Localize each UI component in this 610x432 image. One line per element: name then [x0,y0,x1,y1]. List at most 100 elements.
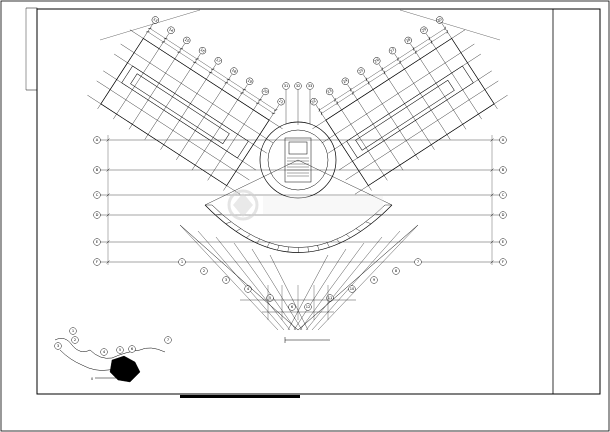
plan-line [256,238,261,244]
plan-line [223,104,280,191]
plan-line [297,224,419,331]
plan-line [233,242,297,331]
plan-line [352,91,354,95]
plan-line [490,138,494,142]
plan-line [273,109,278,111]
plan-line [129,29,283,130]
axis-bubble-label: 7 [167,338,169,342]
axis-bubble-circle [341,77,349,85]
plan-line [339,70,492,171]
plan-line [106,168,110,172]
plan-line [399,9,501,41]
plan-line [87,94,241,195]
plan-line [441,23,498,109]
axis-bubble: D [499,211,507,219]
axis-bubble-label: A [502,138,505,142]
plan-line [246,234,251,238]
plan-line [106,138,110,142]
axis-bubble-circle [294,82,302,90]
axis-bubble-label: F [502,260,504,264]
axis-bubble-label: 25 [358,68,364,74]
plan-line [287,246,289,252]
axis-bubble-circle [499,166,507,174]
axis-bubble-label: 9 [373,278,376,282]
axis-bubble-label: 14 [168,27,175,33]
axis-bubble-circle [198,47,207,55]
plan-line [204,159,299,206]
plan-line [317,245,320,251]
plan-line [490,213,494,217]
axis-bubble-circle [499,136,507,144]
plan-line [383,70,385,75]
axis-bubble: 9 [370,276,378,284]
axis-bubble: C [499,191,507,199]
axis-bubble: 4 [100,348,108,356]
axis-bubble-label: 23 [327,89,333,95]
plan-line [256,102,260,104]
plan-line [307,246,309,252]
axis-bubble: A [499,136,507,144]
axis-bubble: A [93,136,101,144]
plan-line [346,234,351,238]
plan-line [266,242,270,248]
axis-bubble: 10 [348,285,356,293]
plan-line [410,43,467,130]
plan-line [365,221,372,224]
axis-bubble-circle [167,26,175,34]
axis-bubble-circle [222,276,230,284]
plan-line [177,51,181,53]
plan-line [120,43,274,144]
wing-core [355,79,455,151]
axis-bubble-circle [214,57,222,65]
axis-bubble-label: 12 [306,305,311,309]
axis-bubble: 8 [392,267,400,275]
plan-line [215,236,291,331]
axis-bubble: 2 [200,267,208,275]
axis-bubble-label: 11 [328,296,333,300]
site-boundary [54,338,166,359]
plan-line [320,111,323,116]
axis-bubble-circle [499,258,507,266]
plan-line [161,41,166,43]
axis-bubble-label: 31 [284,84,289,88]
axis-bubble-circle [326,294,334,302]
axis-bubble: 5 [266,294,274,302]
axis-bubble-label: E [502,240,505,244]
elevator-box [288,141,308,155]
plan-line [363,74,419,161]
plan-line [224,82,229,84]
axis-bubble: 25 [357,67,365,75]
plan-line [179,48,184,50]
drawing-frame [36,8,601,395]
axis-bubble-circle [357,67,365,75]
axis-bubble: 26 [373,57,381,65]
axis-bubble: 18 [230,67,238,75]
axis-bubble-circle [151,16,159,24]
axis-bubble-circle [310,98,318,106]
axis-bubble-label: E [96,240,99,244]
plan-line [128,43,185,130]
plan-line [160,64,217,150]
axis-bubble-circle [348,285,356,293]
rotunda-inner [267,129,329,191]
axis-bubble-circle [388,47,397,55]
plan-line [225,221,232,224]
plan-line [336,238,341,244]
scale-bar: 0 [91,337,330,381]
axis-bubble-circle [93,191,101,199]
axis-bubble-circle [93,258,101,266]
plan-line [106,260,110,264]
plan-line [428,36,430,41]
plan-line [334,98,336,102]
plan-line [490,260,494,264]
plan-line [208,72,213,74]
axis-bubble-label: 6 [291,305,294,309]
axis-bubble-label: 18 [231,68,238,74]
plan-line [96,80,250,181]
axis-bubble: 7 [414,258,422,266]
axis-bubble-label: 1 [181,260,183,264]
plan-line [345,80,499,181]
plan-line [242,89,246,91]
